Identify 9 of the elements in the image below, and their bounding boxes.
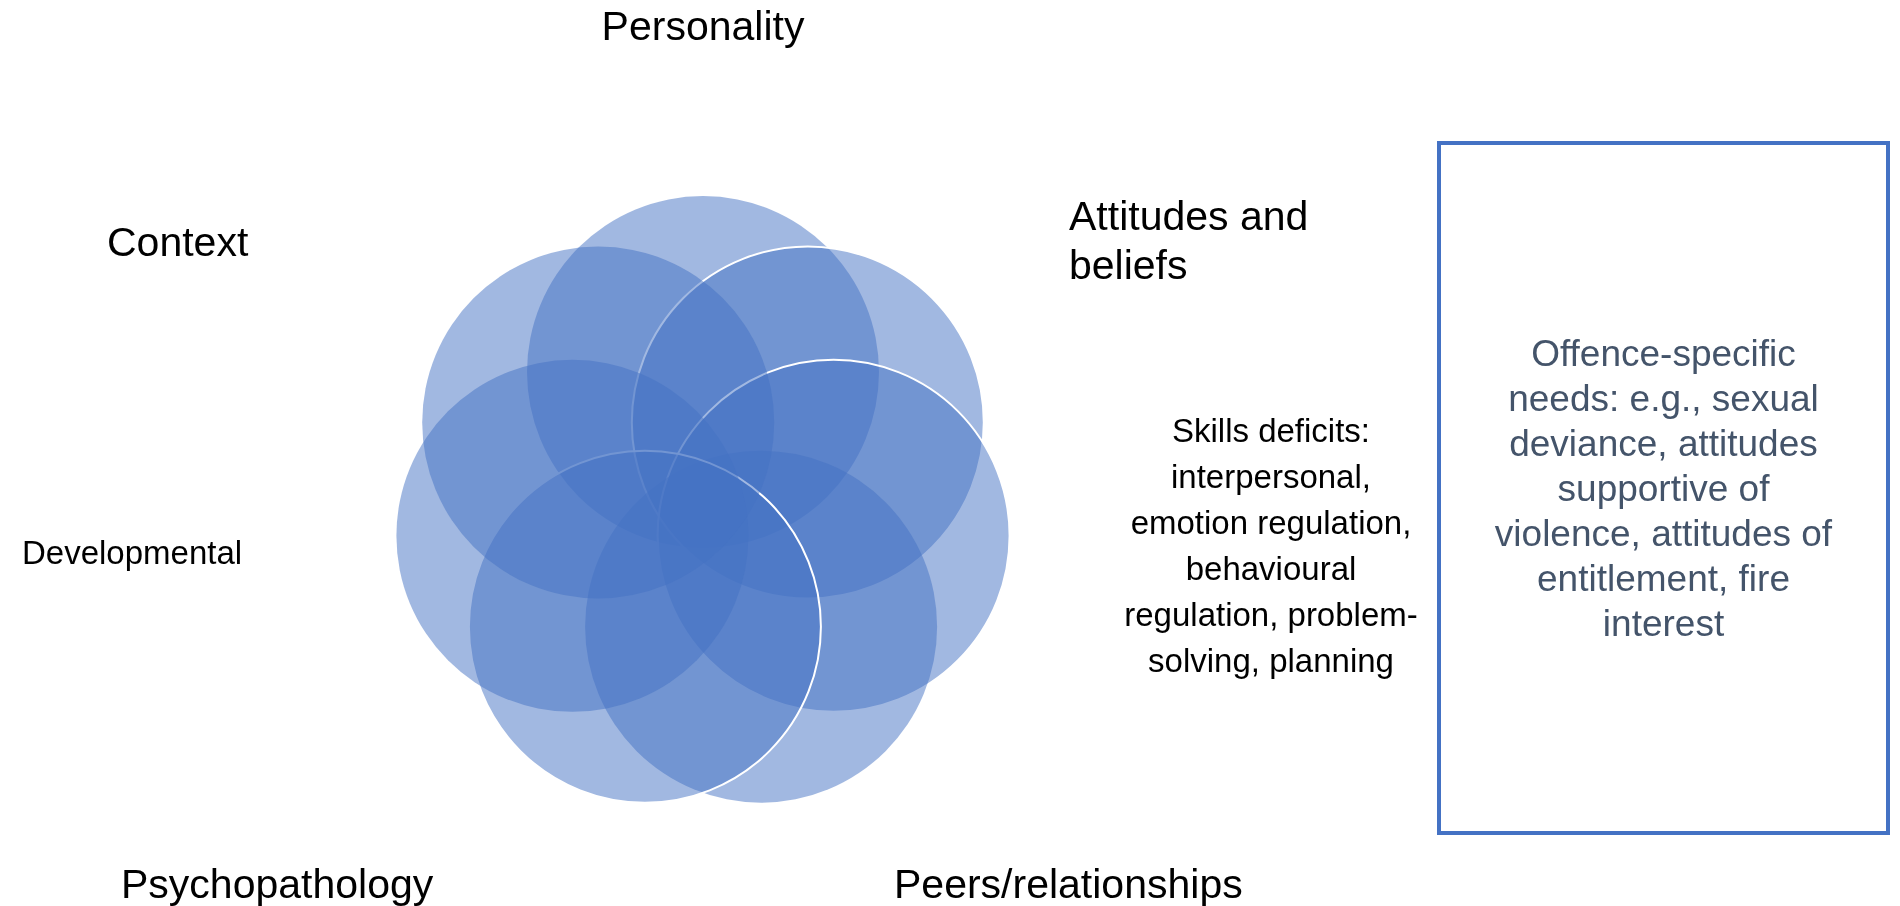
box-text: Offence-specific needs: e.g., sexual deviance, attitudes supportive of violence, attitudes of entitlement, fire interest [1493, 331, 1834, 646]
category-label: Psychopathology [121, 860, 435, 906]
category-label: Context [107, 218, 250, 267]
category-label: Personality [600, 2, 806, 51]
category-label: Skills deficits: interpersonal, emotion regulation, behavioural regulation, problem-solving, planning [1123, 411, 1419, 681]
category-label: Developmental [22, 533, 244, 573]
category-label: Attitudes and beliefs [1069, 192, 1310, 291]
outlined-text-box [1437, 141, 1890, 835]
category-label: Peers/relationships [894, 860, 1244, 906]
